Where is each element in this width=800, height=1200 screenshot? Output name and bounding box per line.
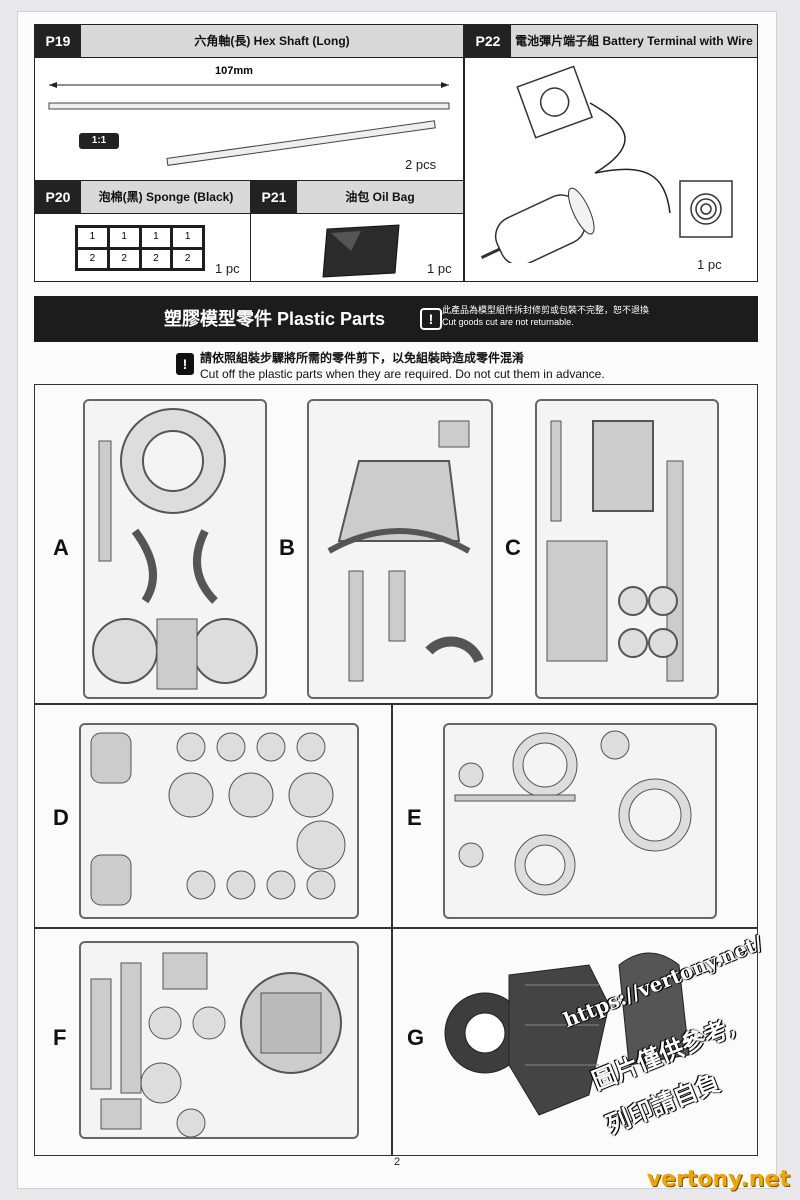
part-quantity: 1 pc bbox=[215, 261, 240, 276]
part-code: P22 bbox=[465, 25, 511, 57]
panel-header: P22 電池彈片端子組 Battery Terminal with Wire bbox=[465, 25, 757, 58]
part-quantity: 1 pc bbox=[697, 257, 722, 272]
hex-shaft-drawing bbox=[48, 82, 450, 166]
sprue-e-parts bbox=[454, 730, 692, 896]
section-title: 塑膠模型零件 Plastic Parts bbox=[164, 309, 386, 329]
sprue-letter-d: D bbox=[53, 805, 69, 830]
divider bbox=[35, 703, 757, 705]
page-number: 2 bbox=[393, 1156, 401, 1168]
sprue-d bbox=[79, 723, 359, 919]
return-notice-zh: 此產品為模型組件拆封修剪或包裝不完整，恕不退換 bbox=[442, 305, 650, 315]
part-code: P21 bbox=[251, 181, 297, 213]
sponge-drawing: 1 1 1 1 2 2 2 2 bbox=[75, 225, 205, 271]
sprue-c-parts bbox=[546, 420, 684, 682]
watermark-brand: vertony.net bbox=[646, 1167, 790, 1192]
sprue-b-parts bbox=[327, 420, 484, 682]
panel-header: P19 六角軸(長) Hex Shaft (Long) bbox=[35, 25, 463, 58]
cut-instruction-zh: 請依照組裝步驟將所需的零件剪下，以免組裝時造成零件混淆 bbox=[200, 351, 525, 365]
sprue-a bbox=[83, 399, 267, 699]
sponge-cell: 1 bbox=[141, 228, 171, 247]
part-title: 六角軸(長) Hex Shaft (Long) bbox=[194, 34, 350, 48]
part-title: 油包 Oil Bag bbox=[345, 190, 415, 204]
return-notice: 此產品為模型組件拆封修剪或包裝不完整，恕不退換 Cut goods cut ar… bbox=[442, 304, 649, 328]
sprue-e bbox=[443, 723, 717, 919]
part-quantity: 2 pcs bbox=[405, 157, 437, 172]
part-code: P19 bbox=[35, 25, 81, 57]
panel-header: P20 泡棉(黑) Sponge (Black) bbox=[35, 181, 251, 214]
sponge-cell: 2 bbox=[173, 249, 202, 268]
sprue-b bbox=[307, 399, 493, 699]
panel-header: P21 油包 Oil Bag bbox=[251, 181, 463, 214]
cut-instruction-en: Cut off the plastic parts when they are … bbox=[200, 367, 605, 381]
sprue-letter-c: C bbox=[505, 535, 521, 560]
sprue-g-parts bbox=[444, 952, 690, 1116]
part-p22-panel: P22 電池彈片端子組 Battery Terminal with Wire 1… bbox=[464, 24, 758, 282]
sprue-d-parts bbox=[90, 732, 346, 906]
oil-bag-drawing bbox=[322, 224, 400, 278]
warning-icon: ! bbox=[420, 308, 442, 330]
sponge-cell: 1 bbox=[109, 228, 139, 247]
sprue-letter-a: A bbox=[53, 535, 69, 560]
sprue-f-parts bbox=[90, 952, 342, 1137]
part-p19-panel: P19 六角軸(長) Hex Shaft (Long) 107mm 1:1 2 … bbox=[34, 24, 464, 182]
part-title: 電池彈片端子組 Battery Terminal with Wire bbox=[515, 34, 753, 48]
sprue-a-parts bbox=[92, 408, 258, 690]
sponge-cell: 2 bbox=[141, 249, 171, 268]
sponge-cell: 2 bbox=[109, 249, 139, 268]
sprue-letter-e: E bbox=[407, 805, 422, 830]
part-p21-panel: P21 油包 Oil Bag 1 pc bbox=[250, 180, 464, 282]
part-p20-panel: P20 泡棉(黑) Sponge (Black) 1 1 1 1 2 2 2 2… bbox=[34, 180, 252, 282]
dimension-label: 107mm bbox=[215, 65, 253, 77]
sprue-letter-g: G bbox=[407, 1025, 425, 1050]
sprue-c bbox=[535, 399, 719, 699]
plastic-parts-banner: 塑膠模型零件 Plastic Parts ! 此產品為模型組件拆封修剪或包裝不完… bbox=[34, 296, 758, 342]
scale-badge: 1:1 bbox=[79, 133, 119, 149]
return-notice-en: Cut goods cut are not returnable. bbox=[442, 317, 574, 327]
warning-icon: ! bbox=[176, 353, 194, 375]
part-quantity: 1 pc bbox=[427, 261, 452, 276]
manual-page: P19 六角軸(長) Hex Shaft (Long) 107mm 1:1 2 … bbox=[18, 12, 776, 1188]
cut-instruction: 請依照組裝步驟將所需的零件剪下，以免組裝時造成零件混淆 Cut off the … bbox=[200, 350, 605, 382]
sponge-cell: 1 bbox=[78, 228, 107, 247]
battery-terminal-drawing bbox=[480, 65, 733, 263]
sprue-grid: A B C bbox=[34, 384, 758, 1156]
sponge-cell: 1 bbox=[173, 228, 202, 247]
sponge-cell: 2 bbox=[78, 249, 107, 268]
sprue-letter-b: B bbox=[279, 535, 295, 560]
part-title: 泡棉(黑) Sponge (Black) bbox=[98, 190, 234, 204]
sprue-g bbox=[439, 945, 719, 1135]
sprue-f bbox=[79, 941, 359, 1139]
divider bbox=[35, 927, 757, 929]
sprue-letter-f: F bbox=[53, 1025, 67, 1050]
part-code: P20 bbox=[35, 181, 81, 213]
divider bbox=[391, 703, 393, 1155]
